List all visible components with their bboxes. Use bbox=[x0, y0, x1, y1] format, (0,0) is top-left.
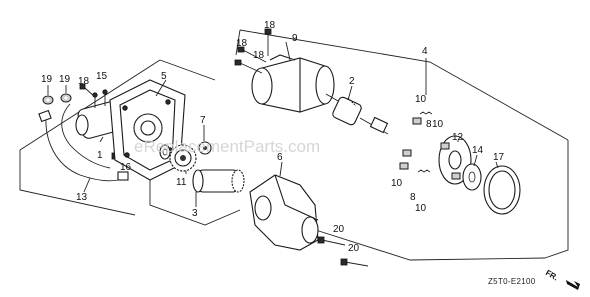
callout-3: 3 bbox=[192, 208, 198, 219]
brush-spring-top bbox=[419, 111, 433, 115]
callout-10-d: 10 bbox=[415, 203, 427, 214]
callout-20-a: 20 bbox=[333, 224, 345, 235]
small-gear bbox=[198, 141, 212, 155]
fr-label: FR. bbox=[544, 268, 560, 282]
group-outline-left bbox=[19, 59, 216, 216]
armature bbox=[325, 93, 389, 135]
yoke-housing bbox=[251, 54, 335, 113]
callout-17: 17 bbox=[493, 152, 505, 163]
brush-mid bbox=[402, 149, 412, 157]
callout-4: 4 bbox=[422, 46, 428, 57]
end-gasket bbox=[483, 165, 521, 215]
callout-14: 14 bbox=[472, 145, 484, 156]
brush-top bbox=[412, 117, 422, 125]
washer-19-right bbox=[60, 93, 72, 103]
callout-13: 13 bbox=[76, 192, 88, 203]
starter-cable bbox=[38, 103, 129, 182]
callout-8-upper: 8 bbox=[426, 119, 432, 130]
group-outline-mid bbox=[149, 175, 241, 226]
through-bolt-mid bbox=[234, 59, 263, 74]
brush-low bbox=[399, 162, 409, 170]
arrow-icon bbox=[566, 280, 580, 290]
callout-10-a: 10 bbox=[415, 94, 427, 105]
callout-18-b: 18 bbox=[236, 38, 248, 49]
callout-8-lower: 8 bbox=[410, 192, 416, 203]
callouts: 1 2 3 4 5 6 7 8 8 9 10 10 10 10 11 12 13… bbox=[41, 20, 505, 254]
thrust-washer bbox=[159, 144, 171, 160]
brush-spring-low bbox=[417, 169, 431, 173]
through-bolt-top-2 bbox=[237, 46, 267, 63]
callout-2: 2 bbox=[349, 76, 355, 87]
through-bolt-top bbox=[264, 28, 272, 56]
drive-pinion bbox=[192, 169, 245, 193]
watermark: eReplacementParts.com bbox=[134, 137, 320, 156]
diagram-code: Z5T0-E2100 bbox=[488, 277, 536, 286]
planetary-gear bbox=[169, 144, 197, 172]
callout-10-b: 10 bbox=[432, 119, 444, 130]
front-direction-arrow: FR. bbox=[544, 268, 580, 290]
callout-19-a: 19 bbox=[41, 74, 53, 85]
callout-1: 1 bbox=[97, 150, 103, 161]
callout-5: 5 bbox=[161, 71, 167, 82]
group-outline-right bbox=[235, 29, 569, 261]
washer-19-left bbox=[42, 95, 54, 105]
callout-10-c: 10 bbox=[391, 178, 403, 189]
mount-bolt-lower bbox=[340, 258, 369, 267]
callout-12: 12 bbox=[452, 132, 464, 143]
mount-bolt-upper bbox=[317, 236, 346, 246]
insulator bbox=[462, 163, 482, 191]
front-housing bbox=[249, 174, 319, 251]
callout-11: 11 bbox=[176, 177, 187, 188]
callout-15: 15 bbox=[96, 71, 108, 82]
callout-16: 16 bbox=[120, 162, 132, 173]
callout-18-c: 18 bbox=[253, 50, 265, 61]
callout-18-d: 18 bbox=[78, 76, 90, 87]
callout-7: 7 bbox=[200, 115, 206, 126]
callout-9: 9 bbox=[292, 33, 298, 44]
callout-6: 6 bbox=[277, 152, 283, 163]
callout-18-a: 18 bbox=[264, 20, 276, 31]
callout-20-b: 20 bbox=[348, 243, 360, 254]
leader-lines bbox=[83, 41, 499, 207]
callout-19-b: 19 bbox=[59, 74, 71, 85]
brush-holder bbox=[438, 135, 472, 185]
screw-18-left bbox=[79, 83, 96, 98]
